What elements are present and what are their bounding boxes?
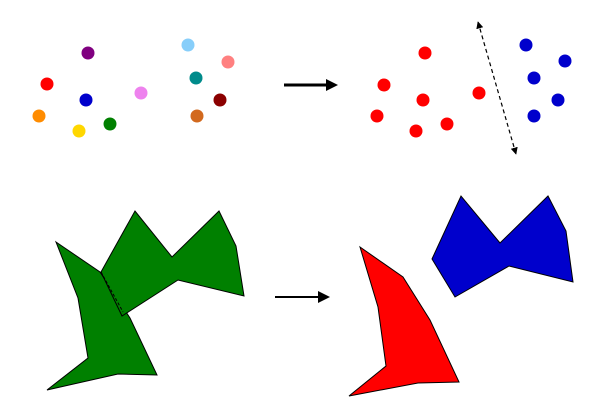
cluster-b-point [527, 109, 541, 123]
unlabeled-point [103, 117, 117, 131]
green-merged-shape [46, 210, 245, 391]
cluster-b-point [527, 71, 541, 85]
cluster-b-point [519, 38, 533, 52]
unlabeled-point [32, 109, 46, 123]
green-shape-seam [100, 271, 124, 313]
cluster-b-point [551, 93, 565, 107]
unlabeled-point [189, 71, 203, 85]
green-shape-part-right [100, 210, 245, 317]
cluster-a-point [418, 46, 432, 60]
unlabeled-point [134, 86, 148, 100]
unlabeled-point [79, 93, 93, 107]
red-segment-shape [348, 245, 460, 397]
unlabeled-point [40, 77, 54, 91]
unlabeled-points-group [32, 38, 235, 138]
bottom-transform-arrow [275, 291, 330, 303]
cluster-separator-line [476, 21, 518, 155]
cluster-a-point [472, 86, 486, 100]
unlabeled-point [213, 93, 227, 107]
cluster-b-point [558, 54, 572, 68]
cluster-a-point [416, 93, 430, 107]
unlabeled-point [72, 124, 86, 138]
blue-segment-shape [431, 195, 574, 298]
cluster-a-point [377, 78, 391, 92]
clustered-points-group [370, 38, 572, 138]
cluster-a-point [409, 124, 423, 138]
top-transform-arrow [284, 79, 338, 91]
unlabeled-point [190, 109, 204, 123]
unlabeled-point [81, 46, 95, 60]
unlabeled-point [221, 55, 235, 69]
cluster-a-point [370, 109, 384, 123]
unlabeled-point [181, 38, 195, 52]
cluster-a-point [440, 117, 454, 131]
